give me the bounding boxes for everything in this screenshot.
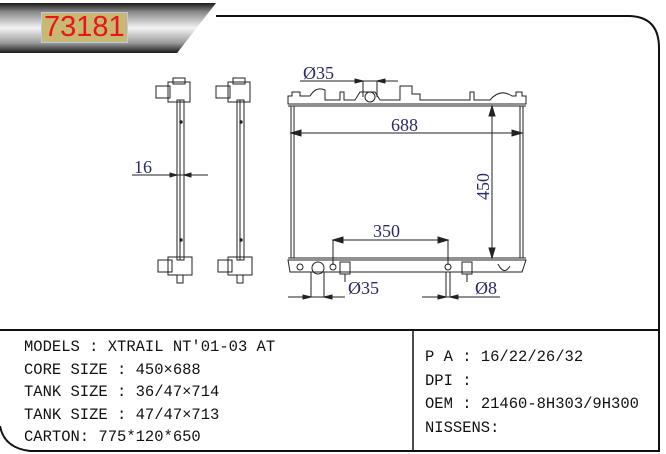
spec-value: 450×688 — [135, 360, 201, 379]
spec-value: 36/47×714 — [135, 383, 220, 401]
spec-value: 775*120*650 — [98, 428, 201, 446]
dim-core-width: 688 — [391, 115, 418, 135]
spec-label: CORE SIZE : — [24, 360, 136, 379]
spec-label: TANK SIZE : — [24, 383, 136, 401]
spec-value: 47/47×713 — [135, 405, 220, 424]
spec-label: P A : — [425, 348, 481, 366]
spec-label: CARTON: — [24, 428, 99, 446]
part-number: 73181 — [41, 11, 128, 43]
dim-bottom-spacing: 350 — [373, 221, 400, 241]
side-view-left — [155, 77, 193, 284]
spec-pa: P A : 16/22/26/32 — [425, 346, 639, 370]
dim-thickness: 16 — [134, 157, 152, 177]
dim-inlet-diameter-top: Ø35 — [303, 63, 334, 83]
spec-label: TANK SIZE : — [24, 405, 136, 424]
spec-nissens: NISSENS: — [425, 417, 639, 441]
spec-oem: OEM : 21460-8H303/9H300 — [425, 393, 639, 417]
spec-value: 16/22/26/32 — [480, 348, 584, 366]
spec-dpi: DPI : — [425, 370, 639, 394]
dim-fitting-diameter: Ø8 — [475, 278, 497, 298]
spec-tank-size-2: TANK SIZE : 47/47×713 — [24, 404, 275, 427]
spec-tank-size-1: TANK SIZE : 36/47×714 — [24, 381, 275, 404]
spec-value: 21460-8H303/9H300 — [480, 395, 639, 413]
spec-label: NISSENS: — [425, 418, 500, 437]
dim-outlet-diameter-bottom: Ø35 — [348, 278, 379, 298]
thickness-dimension — [132, 172, 208, 178]
specs-left-panel: MODELS : XTRAIL NT'01-03 AT CORE SIZE : … — [24, 336, 275, 449]
spec-label: MODELS : — [24, 338, 108, 356]
spec-carton: CARTON: 775*120*650 — [24, 426, 275, 449]
specs-right-panel: P A : 16/22/26/32 DPI : OEM : 21460-8H30… — [425, 346, 639, 440]
spec-models: MODELS : XTRAIL NT'01-03 AT — [24, 336, 275, 359]
spec-label: DPI : — [425, 371, 481, 390]
front-view — [287, 85, 527, 282]
side-view-right — [215, 77, 253, 284]
spec-core-size: CORE SIZE : 450×688 — [24, 359, 275, 382]
spec-value: XTRAIL NT'01-03 AT — [107, 338, 276, 356]
spec-label: OEM : — [425, 395, 481, 413]
front-dimension-lines — [288, 78, 524, 300]
dim-core-height: 450 — [473, 173, 493, 200]
